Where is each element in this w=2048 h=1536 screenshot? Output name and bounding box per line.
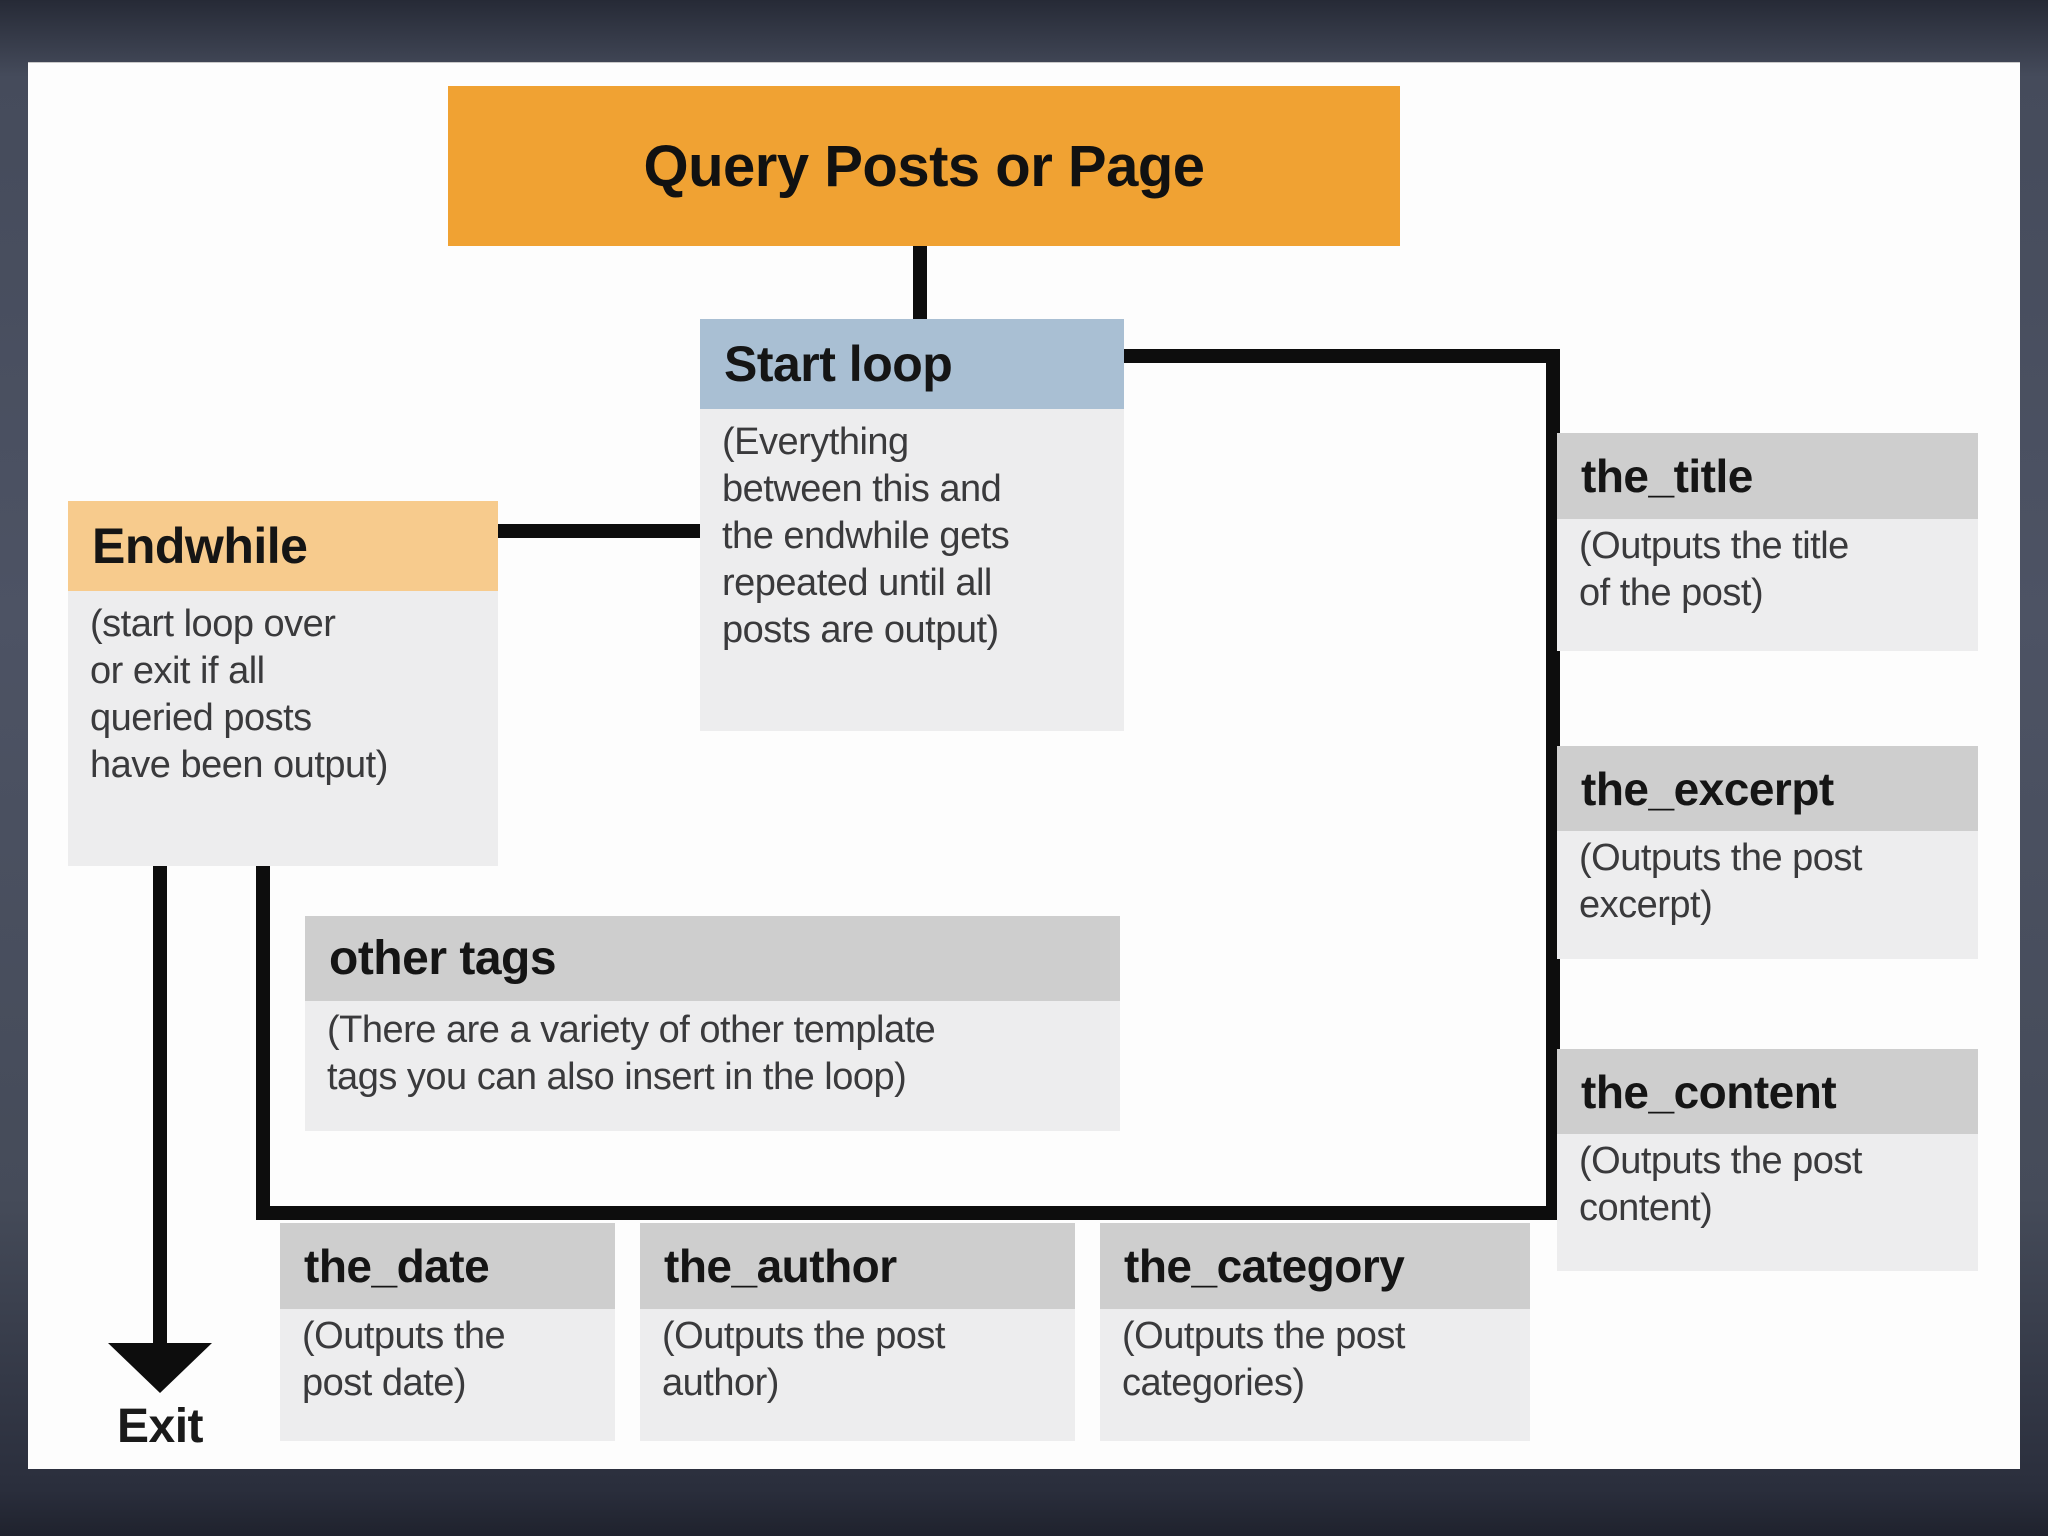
exit-arrowhead-icon [108,1343,212,1393]
start-loop-label: Start loop [700,319,1124,409]
diagram-canvas: Query Posts or Page Start loop (Everythi… [28,62,2020,1469]
loop-line-left [256,866,270,1220]
the-date-label: the_date [280,1223,615,1309]
node-the-content: the_content (Outputs the post content) [1557,1049,1978,1271]
the-author-description: (Outputs the post author) [662,1315,946,1404]
endwhile-description: (start loop over or exit if all queried … [90,603,388,786]
node-the-category: the_category (Outputs the post categorie… [1100,1223,1530,1441]
connector-query-to-startloop [913,244,927,322]
loop-line-bottom [256,1206,1560,1220]
node-endwhile: Endwhile (start loop over or exit if all… [68,501,498,866]
the-category-description: (Outputs the post categories) [1122,1315,1406,1404]
node-the-title: the_title (Outputs the title of the post… [1557,433,1978,651]
node-query-posts-or-page: Query Posts or Page [448,86,1400,246]
node-the-excerpt: the_excerpt (Outputs the post excerpt) [1557,746,1978,959]
connector-endwhile-to-startloop [495,524,700,538]
other-tags-description: (There are a variety of other template t… [327,1009,936,1098]
the-title-description: (Outputs the title of the post) [1579,525,1849,614]
the-title-label: the_title [1557,433,1978,519]
node-the-date: the_date (Outputs the post date) [280,1223,615,1441]
loop-line-top [1124,349,1560,363]
node-the-author: the_author (Outputs the post author) [640,1223,1075,1441]
the-author-label: the_author [640,1223,1075,1309]
endwhile-label: Endwhile [68,501,498,591]
the-content-label: the_content [1557,1049,1978,1134]
exit-line [153,866,167,1346]
start-loop-description: (Everything between this and the endwhil… [722,421,1010,651]
the-category-label: the_category [1100,1223,1530,1309]
node-other-tags: other tags (There are a variety of other… [305,916,1120,1131]
loop-line-right [1546,349,1560,1220]
other-tags-label: other tags [305,916,1120,1001]
the-content-description: (Outputs the post content) [1579,1140,1863,1229]
the-excerpt-label: the_excerpt [1557,746,1978,831]
the-date-description: (Outputs the post date) [302,1315,506,1404]
node-start-loop: Start loop (Everything between this and … [700,319,1124,731]
the-excerpt-description: (Outputs the post excerpt) [1579,837,1863,926]
exit-label: Exit [116,1400,204,1453]
